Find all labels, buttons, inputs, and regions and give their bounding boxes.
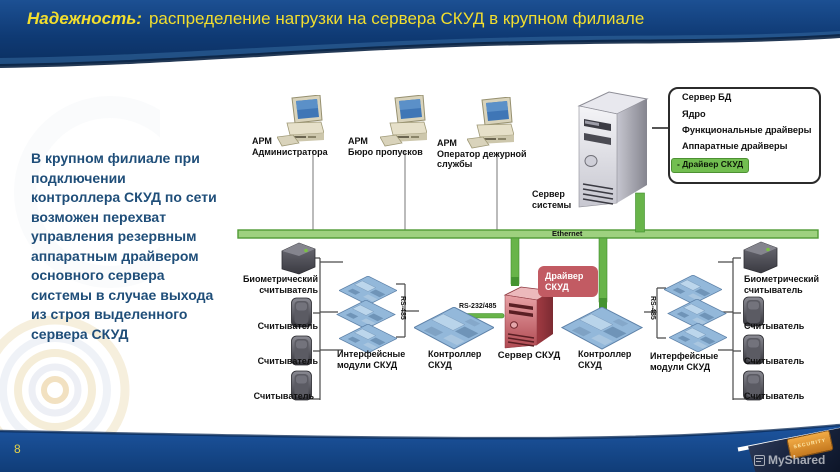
device-label: Биометрический считыватель xyxy=(242,274,318,295)
device-label: Считыватель xyxy=(744,391,805,401)
page-number: 8 xyxy=(14,442,21,456)
controller-label: Контроллер СКУД xyxy=(428,349,482,370)
page-title: Надежность: распределение нагрузки на сер… xyxy=(27,9,644,29)
device-label: Считыватель xyxy=(744,356,805,366)
title-prefix: Надежность: xyxy=(27,9,142,28)
skud-driver-badge: Драйвер СКУД xyxy=(538,266,598,297)
system-server-label: Сервер системы xyxy=(532,189,572,210)
workstation-label: АРМ Оператор дежурной службы xyxy=(437,138,527,169)
interface-modules-label: Интерфейсные модули СКУД xyxy=(337,349,406,370)
interface-modules-label: Интерфейсные модули СКУД xyxy=(650,351,719,372)
controller-label: Контроллер СКУД xyxy=(578,349,632,370)
device-label: Считыватель xyxy=(257,356,318,366)
callout-item-db: Сервер БД xyxy=(682,92,732,102)
skud-driver-highlight: - Драйвер СКУД xyxy=(671,158,749,173)
interface-module-icon xyxy=(669,323,727,352)
callout-item-hardware: Аппаратные драйверы xyxy=(682,141,788,151)
controller-board-icon xyxy=(414,307,494,350)
callout-item-core: Ядро xyxy=(682,109,706,119)
biometric-reader-icon xyxy=(279,242,318,275)
biometric-reader-icon xyxy=(741,241,780,274)
device-label: Считыватель xyxy=(257,321,318,331)
system-server-icon xyxy=(571,86,655,210)
myshared-logo-icon xyxy=(754,454,765,466)
rs232-label: RS-232/485 xyxy=(459,303,497,310)
title-text: распределение нагрузки на сервера СКУД в… xyxy=(148,9,645,28)
header-banner xyxy=(0,0,840,68)
rs485-label: RS-485 xyxy=(399,296,406,320)
rs485-label: RS-485 xyxy=(649,296,656,320)
footer-banner xyxy=(0,423,840,472)
device-label: Биометрический считыватель xyxy=(744,274,820,295)
workstation-label: АРМ Администратора xyxy=(252,136,328,157)
myshared-watermark: MyShared xyxy=(754,453,825,467)
myshared-text: MyShared xyxy=(768,453,826,467)
callout-item-functional: Функциональные драйверы xyxy=(682,125,812,135)
skud-server-label: Сервер СКУД xyxy=(497,350,561,361)
ethernet-label: Ethernet xyxy=(552,229,583,238)
description-text: В крупном филиале при подключении контро… xyxy=(31,150,217,342)
device-label: Считыватель xyxy=(253,391,314,401)
device-label: Считыватель xyxy=(744,321,805,331)
controller-board-icon xyxy=(561,307,643,350)
workstation-label: АРМ Бюро пропусков xyxy=(348,136,423,157)
